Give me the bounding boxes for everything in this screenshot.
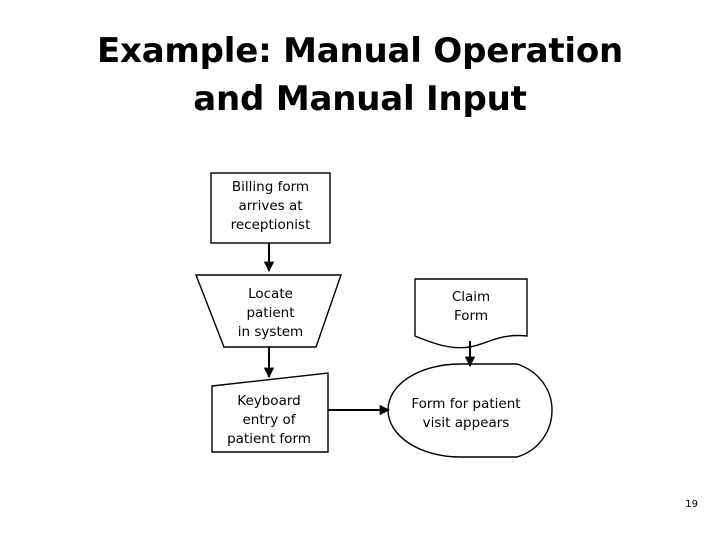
page-number: 19 — [685, 499, 698, 510]
node-keyboard-entry[interactable] — [211, 372, 329, 453]
node-claim-form[interactable] — [414, 278, 528, 349]
page-title: Example: Manual Operation and Manual Inp… — [96, 31, 624, 119]
node-billing-form[interactable] — [210, 172, 331, 244]
node-form-appears[interactable] — [387, 363, 553, 458]
node-locate-patient[interactable] — [194, 274, 342, 348]
